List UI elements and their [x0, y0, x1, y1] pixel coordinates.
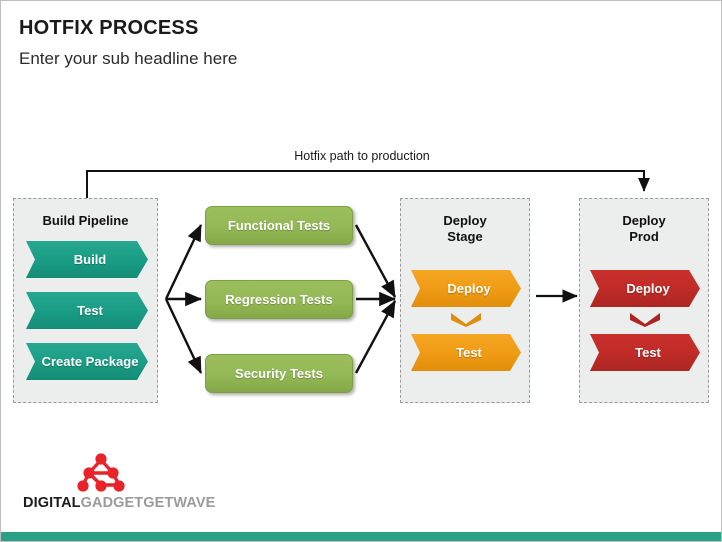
step-build-label: Build	[73, 252, 107, 267]
step-deploy-stage-deploy-label: Deploy	[447, 281, 491, 296]
chevron-down-icon-deploy-stage	[451, 313, 481, 327]
brand-logo-text: DIGITALGADGETGETWAVE	[23, 495, 215, 511]
brand-name-light: GADGETGETWAVE	[80, 495, 216, 511]
hotfix-path-label: Hotfix path to production	[294, 149, 430, 163]
page-title: HOTFIX PROCESS	[19, 17, 199, 39]
step-deploy-stage-deploy[interactable]: Deploy	[411, 270, 521, 307]
step-build-test[interactable]: Test	[26, 292, 148, 329]
step-create-package-label: Create Package	[41, 354, 139, 369]
test-security[interactable]: Security Tests	[205, 354, 353, 393]
stage-deploy-prod[interactable]: Deploy Prod Deploy Test	[579, 198, 709, 403]
step-build-test-label: Test	[77, 303, 103, 318]
brand-logo: DIGITALGADGETGETWAVE	[15, 451, 215, 513]
test-regression-label: Regression Tests	[225, 292, 333, 307]
test-regression[interactable]: Regression Tests	[205, 280, 353, 319]
step-build[interactable]: Build	[26, 241, 148, 278]
brand-name-bold: DIGITAL	[23, 495, 81, 511]
step-deploy-stage-test-label: Test	[456, 345, 482, 360]
stage-deploy-stage-title-line1: Deploy	[443, 213, 487, 228]
fanout-arrows-tests	[164, 224, 203, 374]
hotfix-path-line	[86, 170, 650, 198]
step-deploy-prod-test-label: Test	[635, 345, 661, 360]
page-subtitle: Enter your sub headline here	[19, 49, 238, 68]
fanin-arrows-deploy-stage	[354, 224, 397, 374]
stage-build-pipeline[interactable]: Build Pipeline Build Test Create Package	[13, 198, 158, 403]
test-security-label: Security Tests	[235, 366, 323, 381]
step-create-package[interactable]: Create Package	[26, 343, 148, 380]
stage-deploy-prod-title-line1: Deploy	[622, 213, 666, 228]
step-deploy-prod-test[interactable]: Test	[590, 334, 700, 371]
test-functional[interactable]: Functional Tests	[205, 206, 353, 245]
step-deploy-prod-deploy-label: Deploy	[626, 281, 670, 296]
stage-build-pipeline-title: Build Pipeline	[42, 213, 129, 228]
molecule-logo-icon	[77, 453, 125, 492]
accent-bar	[1, 532, 721, 541]
stage-deploy-stage[interactable]: Deploy Stage Deploy Test	[400, 198, 530, 403]
stage-deploy-prod-title-line2: Prod	[629, 229, 659, 244]
step-deploy-prod-deploy[interactable]: Deploy	[590, 270, 700, 307]
step-deploy-stage-test[interactable]: Test	[411, 334, 521, 371]
stage-deploy-stage-title-line2: Stage	[447, 229, 483, 244]
chevron-down-icon-deploy-prod	[630, 313, 660, 327]
test-functional-label: Functional Tests	[227, 218, 331, 233]
